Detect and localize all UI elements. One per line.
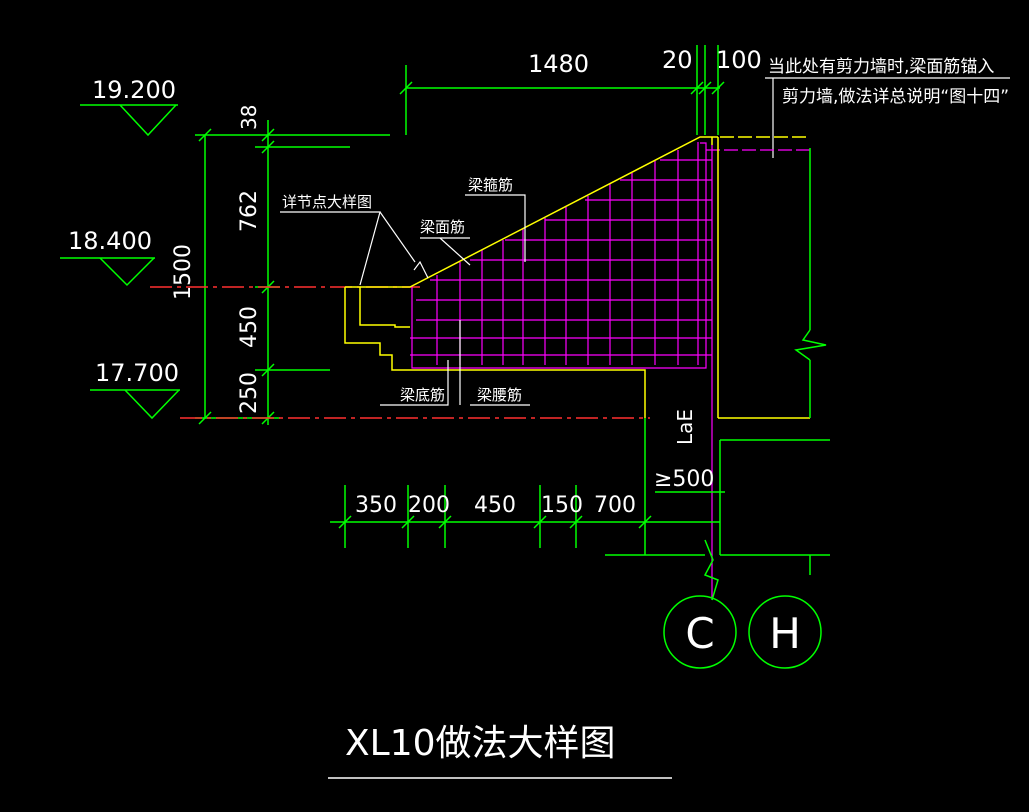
elevation-17700: 17.700 <box>95 359 179 387</box>
reinforcement-grid <box>410 142 810 600</box>
note-line-1: 当此处有剪力墙时,梁面筋锚入 <box>768 57 994 77</box>
dim-left-250: 250 <box>237 372 262 414</box>
bottom-bar-label: 梁底筋 <box>400 386 445 404</box>
dim-total-1500: 1500 <box>171 244 196 300</box>
dim-top-100: 100 <box>716 46 762 74</box>
axis-label-h: H <box>769 609 801 658</box>
elevation-marker-17700 <box>90 389 180 420</box>
axis-bubble-c: C <box>663 595 737 669</box>
elevation-marker-18400 <box>60 257 155 287</box>
dim-top-20: 20 <box>662 46 693 74</box>
label-leaders <box>280 194 530 406</box>
beam-outline <box>344 136 810 419</box>
dim-left-38: 38 <box>237 105 261 130</box>
dim-bottom-350: 350 <box>355 493 397 518</box>
axis-bubble-h: H <box>748 595 822 669</box>
detail-reference-label: 详节点大样图 <box>282 193 372 211</box>
axis-label-c: C <box>685 609 714 658</box>
drawing-title: XL10做法大样图 <box>345 723 616 764</box>
top-bar-label: 梁面筋 <box>420 218 465 236</box>
dim-top-1480: 1480 <box>528 50 589 78</box>
min-length-label: ≥500 <box>654 467 714 492</box>
note-line-2: 剪力墙,做法详总说明“图十四” <box>782 87 1009 107</box>
left-dimension-lines <box>195 120 390 425</box>
dim-bottom-700: 700 <box>594 493 636 518</box>
elevation-19200: 19.200 <box>92 76 176 104</box>
top-dimension-lines <box>399 45 725 135</box>
anchor-length-label: LaE <box>673 409 697 445</box>
dim-left-450: 450 <box>237 306 262 348</box>
dim-bottom-200: 200 <box>408 493 450 518</box>
dim-bottom-150: 150 <box>541 493 583 518</box>
dim-left-762: 762 <box>237 190 262 232</box>
elevation-18400: 18.400 <box>68 227 152 255</box>
wall-lines <box>605 148 830 601</box>
stirrup-label: 梁箍筋 <box>468 176 513 194</box>
elevation-marker-19200 <box>80 104 178 137</box>
bottom-dimension-lines <box>330 485 725 548</box>
dim-bottom-450: 450 <box>474 493 516 518</box>
waist-bar-label: 梁腰筋 <box>477 386 522 404</box>
note-leader <box>765 77 1010 158</box>
